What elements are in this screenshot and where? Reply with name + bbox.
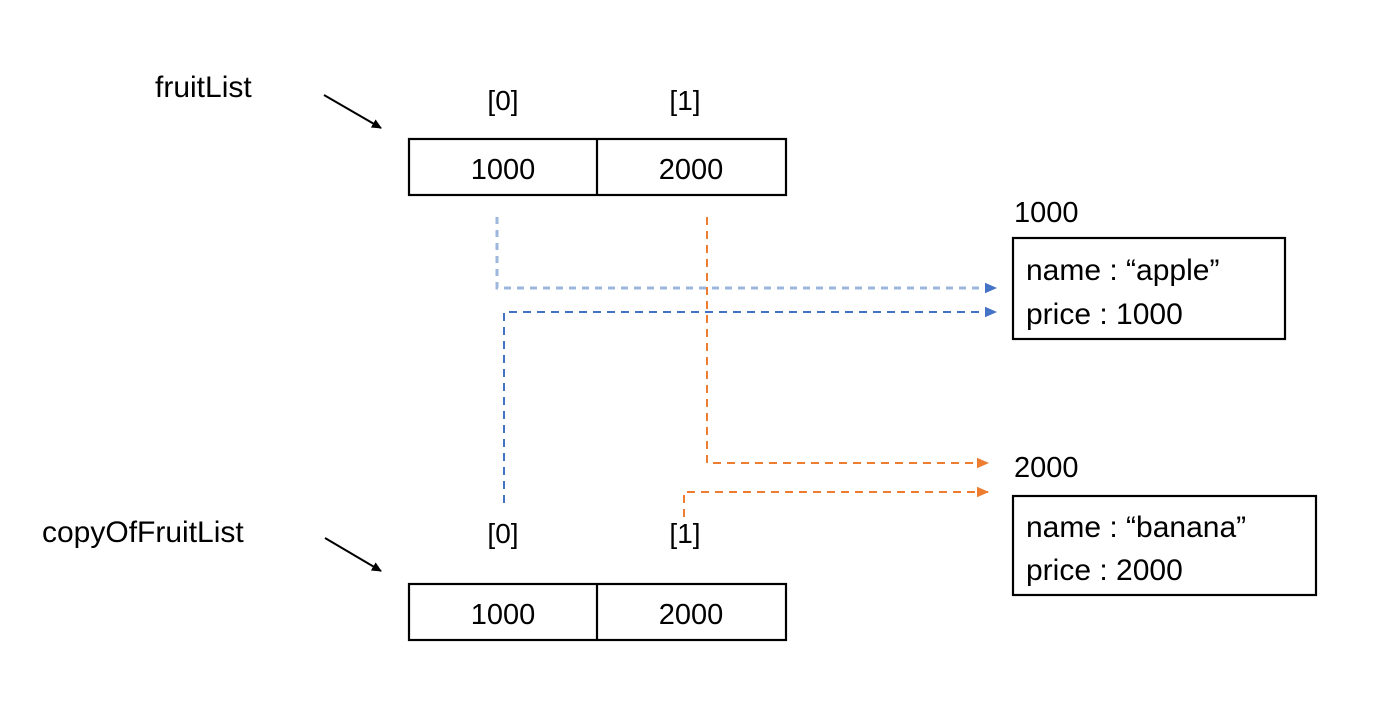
pointer-arrow-fruitlist <box>323 94 382 129</box>
variable-label-fruitlist: fruitList <box>155 71 252 104</box>
ref-line-copy-1-to-banana <box>683 486 989 517</box>
object-field-apple-name: name : “apple” <box>1026 254 1219 287</box>
array-cell-original-0: 1000 <box>471 154 536 186</box>
array-cell-copy-1: 2000 <box>659 599 724 631</box>
index-label-copy-1: [1] <box>669 518 700 549</box>
object-field-banana-price: price : 2000 <box>1026 554 1183 587</box>
array-cell-original-1: 2000 <box>659 154 724 186</box>
index-label-copy-0: [0] <box>487 518 518 549</box>
object-address-2000: 2000 <box>1014 452 1079 484</box>
pointer-arrow-copyoffruitlist <box>324 537 382 572</box>
ref-line-original-0-to-apple <box>495 217 997 294</box>
array-cell-copy-0: 1000 <box>471 599 536 631</box>
variable-label-copyoffruitlist: copyOfFruitList <box>42 516 244 549</box>
object-field-apple-price: price : 1000 <box>1026 298 1183 331</box>
object-box-apple <box>1011 236 1287 341</box>
index-label-original-0: [0] <box>487 85 518 116</box>
object-field-banana-name: name : “banana” <box>1026 511 1246 544</box>
index-label-original-1: [1] <box>669 85 700 116</box>
object-box-banana <box>1011 494 1318 597</box>
ref-line-copy-0-to-apple <box>503 306 997 503</box>
object-address-1000: 1000 <box>1014 197 1079 229</box>
ref-line-original-1-to-banana <box>706 217 989 469</box>
